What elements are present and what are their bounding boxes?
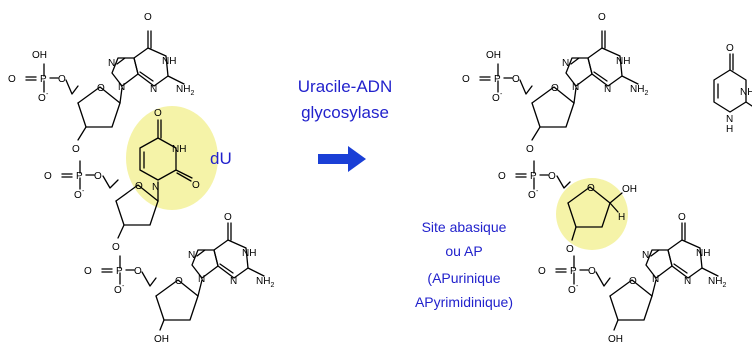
atom-minus: - xyxy=(576,283,579,290)
atom-o-minus: O xyxy=(492,93,500,104)
atom-o-minus: O xyxy=(568,285,576,296)
du-label: dU xyxy=(210,149,232,168)
atom-nh2: NH2 xyxy=(256,276,274,289)
atom-o: O xyxy=(97,83,105,94)
atom-o: O xyxy=(566,244,574,255)
atom-o: O xyxy=(526,144,534,155)
atom-nh2: NH2 xyxy=(708,276,726,289)
atom-nh: NH xyxy=(616,56,630,67)
atom-nh: NH xyxy=(242,248,256,259)
atom-oh: OH xyxy=(608,334,623,345)
enzyme-name-line1: Uracile-ADN xyxy=(298,77,392,96)
atom-p: P xyxy=(494,74,501,85)
atom-o: O xyxy=(175,276,183,287)
atom-n: N xyxy=(562,58,569,69)
atom-oh: OH xyxy=(154,334,169,345)
atom-n: N xyxy=(684,276,691,287)
atom-nh: NH xyxy=(162,56,176,67)
atom-n: N xyxy=(188,250,195,261)
atom-o: O xyxy=(94,171,102,182)
atom-minus: - xyxy=(82,188,85,195)
atom-h: H xyxy=(726,124,733,135)
atom-p: P xyxy=(40,74,47,85)
atom-p: P xyxy=(530,171,537,182)
atom-o: O xyxy=(587,183,595,194)
atom-o: O xyxy=(44,171,52,182)
atom-n: N xyxy=(198,274,205,285)
atom-o: O xyxy=(538,266,546,277)
abasic-label-line1: Site abasique xyxy=(422,219,507,235)
atom-minus: - xyxy=(46,91,49,98)
atom-oh: OH xyxy=(32,50,47,61)
atom-n: N xyxy=(726,114,733,125)
atom-o: O xyxy=(84,266,92,277)
atom-o: O xyxy=(58,74,66,85)
atom-p: P xyxy=(570,266,577,277)
reaction-arrow xyxy=(318,146,366,172)
atom-o-minus: O xyxy=(114,285,122,296)
atom-o: O xyxy=(598,12,606,23)
atom-o: O xyxy=(224,212,232,223)
atom-h: H xyxy=(618,212,625,223)
atom-minus: - xyxy=(536,188,539,195)
atom-o: O xyxy=(551,83,559,94)
atom-n: N xyxy=(642,250,649,261)
atom-minus: - xyxy=(122,283,125,290)
atom-n: N xyxy=(572,82,579,93)
atom-p: P xyxy=(116,266,123,277)
atom-o: O xyxy=(588,266,596,277)
atom-oh: OH xyxy=(486,50,501,61)
left-dna-strand: OH O P O - O O O N N O NH N NH2 O P O - … xyxy=(8,12,274,345)
abasic-label-line3: (APurinique xyxy=(427,270,500,286)
atom-o: O xyxy=(154,108,162,119)
atom-n: N xyxy=(108,58,115,69)
atom-n: N xyxy=(118,82,125,93)
atom-o: O xyxy=(726,43,734,54)
atom-n: N xyxy=(230,276,237,287)
uracil-highlight xyxy=(126,106,218,210)
atom-o: O xyxy=(462,74,470,85)
atom-o-minus: O xyxy=(74,190,82,201)
atom-o: O xyxy=(192,180,200,191)
abasic-label-line4: APyrimidinique) xyxy=(415,294,513,310)
atom-nh: NH xyxy=(172,144,186,155)
atom-p: P xyxy=(76,171,83,182)
atom-n: N xyxy=(604,84,611,95)
atom-nh: NH xyxy=(740,87,752,98)
atom-n: N xyxy=(652,274,659,285)
right-dna-strand: OH O P O - O O O N N O NH N NH2 O P O - … xyxy=(462,12,752,345)
atom-o: O xyxy=(678,212,686,223)
atom-o: O xyxy=(548,171,556,182)
atom-o: O xyxy=(498,171,506,182)
atom-n: N xyxy=(152,182,159,193)
atom-n: N xyxy=(150,84,157,95)
atom-o: O xyxy=(144,12,152,23)
atom-nh2: NH2 xyxy=(630,84,648,97)
atom-o: O xyxy=(629,276,637,287)
abasic-label-line2: ou AP xyxy=(445,243,482,259)
atom-o-minus: O xyxy=(38,93,46,104)
atom-o: O xyxy=(134,266,142,277)
atom-nh2: NH2 xyxy=(176,84,194,97)
atom-minus: - xyxy=(500,91,503,98)
atom-o: O xyxy=(112,242,120,253)
enzyme-name-line2: glycosylase xyxy=(301,103,389,122)
atom-oh: OH xyxy=(622,184,637,195)
atom-o: O xyxy=(8,74,16,85)
atom-o: O xyxy=(512,74,520,85)
atom-o: O xyxy=(135,181,143,192)
atom-o-minus: O xyxy=(528,190,536,201)
atom-nh: NH xyxy=(696,248,710,259)
atom-o: O xyxy=(72,144,80,155)
free-uracil xyxy=(713,53,752,113)
